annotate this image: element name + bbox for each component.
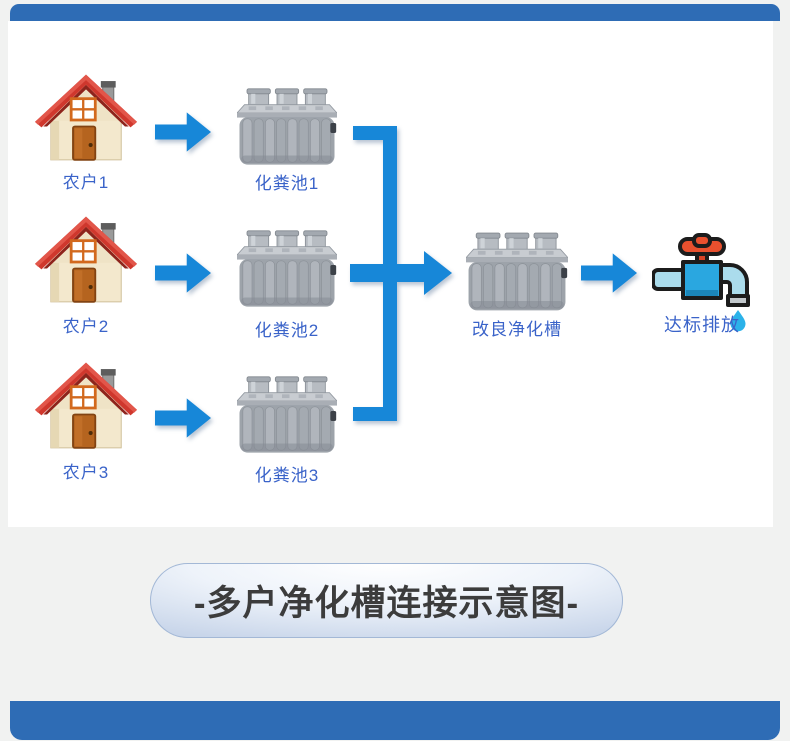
tank-label: 化粪池1 bbox=[254, 174, 320, 193]
tank-label: 化粪池3 bbox=[254, 466, 320, 485]
house-label: 农户3 bbox=[62, 463, 110, 482]
septic-tank-icon bbox=[237, 370, 337, 462]
caption-text: -多户净化槽连接示意图- bbox=[193, 584, 580, 623]
purification-tank-icon bbox=[466, 226, 568, 320]
purification-tank-label: 改良净化槽 bbox=[472, 320, 562, 339]
septic-tank-icon bbox=[237, 82, 337, 174]
house-label: 农户2 bbox=[62, 317, 110, 336]
right-arrow-icon bbox=[155, 250, 211, 296]
tank-label: 化粪池2 bbox=[254, 321, 320, 340]
merge-connector bbox=[350, 126, 452, 421]
house-icon bbox=[35, 70, 137, 170]
right-arrow-icon bbox=[155, 109, 211, 155]
right-arrow-icon bbox=[581, 250, 637, 296]
house-icon bbox=[35, 358, 137, 458]
right-arrow-icon bbox=[155, 395, 211, 441]
bottom-banner-bar bbox=[10, 701, 780, 740]
house-icon bbox=[35, 212, 137, 312]
top-banner-bar bbox=[10, 4, 780, 21]
house-label: 农户1 bbox=[62, 173, 110, 192]
septic-tank-icon bbox=[237, 224, 337, 316]
caption-pill: -多户净化槽连接示意图- bbox=[150, 563, 623, 638]
discharge-label: 达标排放 bbox=[664, 315, 740, 335]
